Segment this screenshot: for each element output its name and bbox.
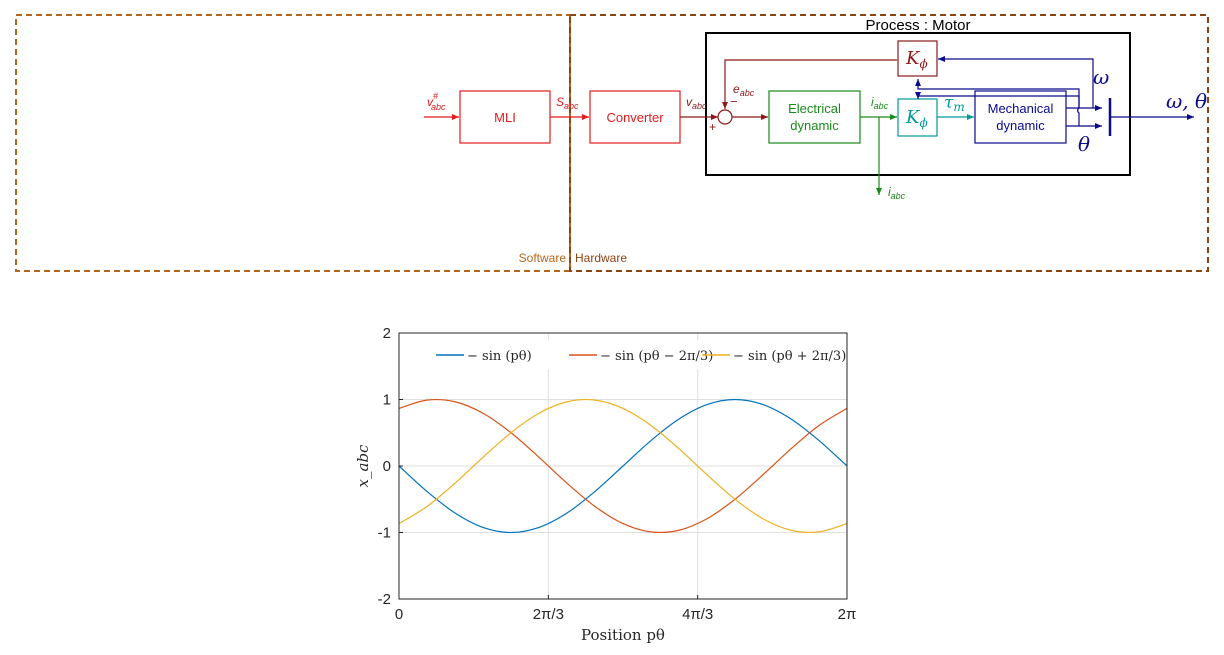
- mechanical-label-line1: Mechanical: [988, 101, 1054, 116]
- k-phi-emf-label: Kϕ: [905, 48, 928, 71]
- minus-sign: −: [730, 94, 738, 109]
- e-abc-label: eabc: [733, 82, 755, 98]
- series-line-2: [398, 398, 848, 534]
- theta-label: θ: [1078, 132, 1090, 156]
- legend-label-3: − sin (pθ + 2π/3): [733, 349, 846, 364]
- tau-m-label: τm: [944, 93, 965, 114]
- y-tick-label: 2: [383, 325, 391, 342]
- electrical-dynamic-block: [768, 90, 861, 144]
- legend: − sin (pθ) − sin (pθ − 2π/3) − sin (pθ + 2…: [429, 340, 846, 370]
- legend-box: [429, 340, 815, 370]
- output-label: ω, θ: [1166, 89, 1207, 113]
- process-motor-box: [705, 32, 1131, 176]
- mechanical-dynamic-block: [974, 90, 1067, 144]
- series-line-1: [398, 398, 848, 534]
- mli-block: [459, 90, 551, 144]
- hardware-label: Hardware: [575, 251, 627, 265]
- omega-feedback-top: [938, 56, 1094, 108]
- x-tick-label: 2π: [838, 606, 857, 623]
- x-tick-label: 0: [395, 606, 403, 623]
- y-tick-label: 0: [383, 458, 391, 475]
- input-signal-label: v#abc: [427, 91, 446, 112]
- legend-label-1: − sin (pθ): [467, 349, 532, 364]
- k-phi-torque-label: Kϕ: [905, 107, 928, 130]
- mli-label: MLI: [494, 110, 516, 125]
- process-title: Process : Motor: [865, 17, 970, 34]
- y-tick-label: -1: [378, 525, 391, 542]
- emf-feedback-path: [722, 59, 897, 109]
- mechanical-label-line2: dynamic: [996, 118, 1045, 133]
- theta-feedback: [915, 92, 1080, 126]
- omega-label: ω: [1093, 65, 1109, 89]
- y-tick-label: -2: [378, 591, 391, 608]
- x-axis-label: Position pθ: [581, 626, 665, 644]
- phase-chart: -2 -1 0 1 2 0 2π/3 4π/3 2π Position pθ x_abc − …: [354, 325, 856, 644]
- y-tick-label: 1: [383, 392, 391, 409]
- plus-sign: +: [709, 120, 716, 134]
- legend-label-2: − sin (pθ − 2π/3): [600, 349, 713, 364]
- k-phi-emf-block: [897, 40, 938, 77]
- sum-junction: [717, 109, 733, 125]
- i-abc-output-label: iabc: [888, 185, 906, 201]
- x-ticks: 0 2π/3 4π/3 2π: [395, 595, 857, 623]
- series-line-3: [398, 398, 848, 534]
- v-abc-label: vabc: [686, 95, 707, 111]
- legend-items: − sin (pθ) − sin (pθ − 2π/3) − sin (pθ + 2…: [436, 349, 846, 364]
- electrical-label-line2: dynamic: [790, 118, 839, 133]
- y-axis-label: x_abc: [354, 444, 372, 488]
- converter-block: [589, 90, 681, 144]
- y-ticks: -2 -1 0 1 2: [378, 325, 403, 608]
- i-abc-label: iabc: [871, 95, 889, 111]
- converter-label: Converter: [606, 110, 664, 125]
- k-phi-torque-block: [897, 98, 938, 137]
- s-abc-label: Sabc: [556, 95, 579, 111]
- x-tick-label: 2π/3: [533, 606, 564, 623]
- electrical-label-line1: Electrical: [788, 101, 841, 116]
- block-diagram: Software Hardware Process : Motor v#abc …: [15, 14, 1209, 272]
- hardware-region: [569, 14, 1209, 272]
- series-layer: [398, 398, 848, 534]
- x-tick-label: 4π/3: [682, 606, 713, 623]
- software-label: Software: [519, 251, 567, 265]
